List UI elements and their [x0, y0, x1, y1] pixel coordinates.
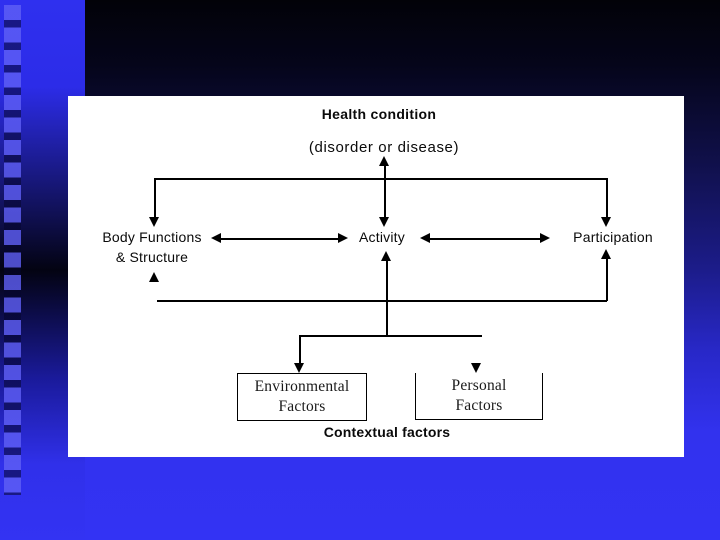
arrow-up-health-condition-icon	[379, 156, 389, 166]
environmental-factors-box: Environmental Factors	[237, 373, 367, 421]
body-functions-line2: & Structure	[115, 249, 189, 265]
activity-participation-line	[430, 238, 540, 240]
arrow-down-body-functions-icon	[149, 217, 159, 227]
health-condition-label: Health condition	[321, 106, 437, 122]
arrow-down-participation-icon	[601, 217, 611, 227]
arrow-left-body-functions-icon	[211, 233, 221, 243]
drop-line-environmental	[299, 335, 301, 364]
arrow-up-body-functions-icon	[149, 272, 159, 282]
arrow-up-participation-icon	[601, 249, 611, 259]
arrow-left-activity-icon	[420, 233, 430, 243]
contextual-branch-line	[299, 335, 482, 337]
top-connector-line	[155, 178, 607, 180]
drop-line-participation	[606, 178, 608, 218]
body-functions-line1: Body Functions	[102, 229, 202, 245]
activity-label: Activity	[359, 229, 405, 245]
drop-line-body-functions	[154, 178, 156, 218]
filmstrip-decoration	[4, 5, 21, 495]
arrow-down-personal-icon	[471, 363, 481, 373]
personal-factors-line1: Personal	[451, 377, 507, 394]
body-functions-activity-line	[221, 238, 338, 240]
health-activity-line	[384, 166, 386, 218]
disorder-or-disease-label: (disorder or disease)	[308, 139, 460, 156]
arrow-down-activity-icon	[379, 217, 389, 227]
arrow-up-activity-icon	[381, 251, 391, 261]
personal-factors-box: Personal Factors	[415, 373, 543, 420]
icf-diagram-panel: Health condition (disorder or disease) B…	[68, 96, 684, 457]
riser-line-participation	[606, 259, 608, 301]
bottom-connector-line	[157, 300, 607, 302]
body-functions-label: Body Functions & Structure	[82, 227, 222, 267]
environmental-factors-line2: Factors	[278, 398, 326, 415]
arrow-right-activity-icon	[338, 233, 348, 243]
arrow-down-environmental-icon	[294, 363, 304, 373]
contextual-factors-label: Contextual factors	[323, 424, 451, 440]
personal-factors-line2: Factors	[455, 397, 503, 414]
participation-label: Participation	[573, 229, 653, 245]
activity-contextual-line	[386, 261, 388, 336]
arrow-right-participation-icon	[540, 233, 550, 243]
environmental-factors-line1: Environmental	[254, 378, 350, 395]
